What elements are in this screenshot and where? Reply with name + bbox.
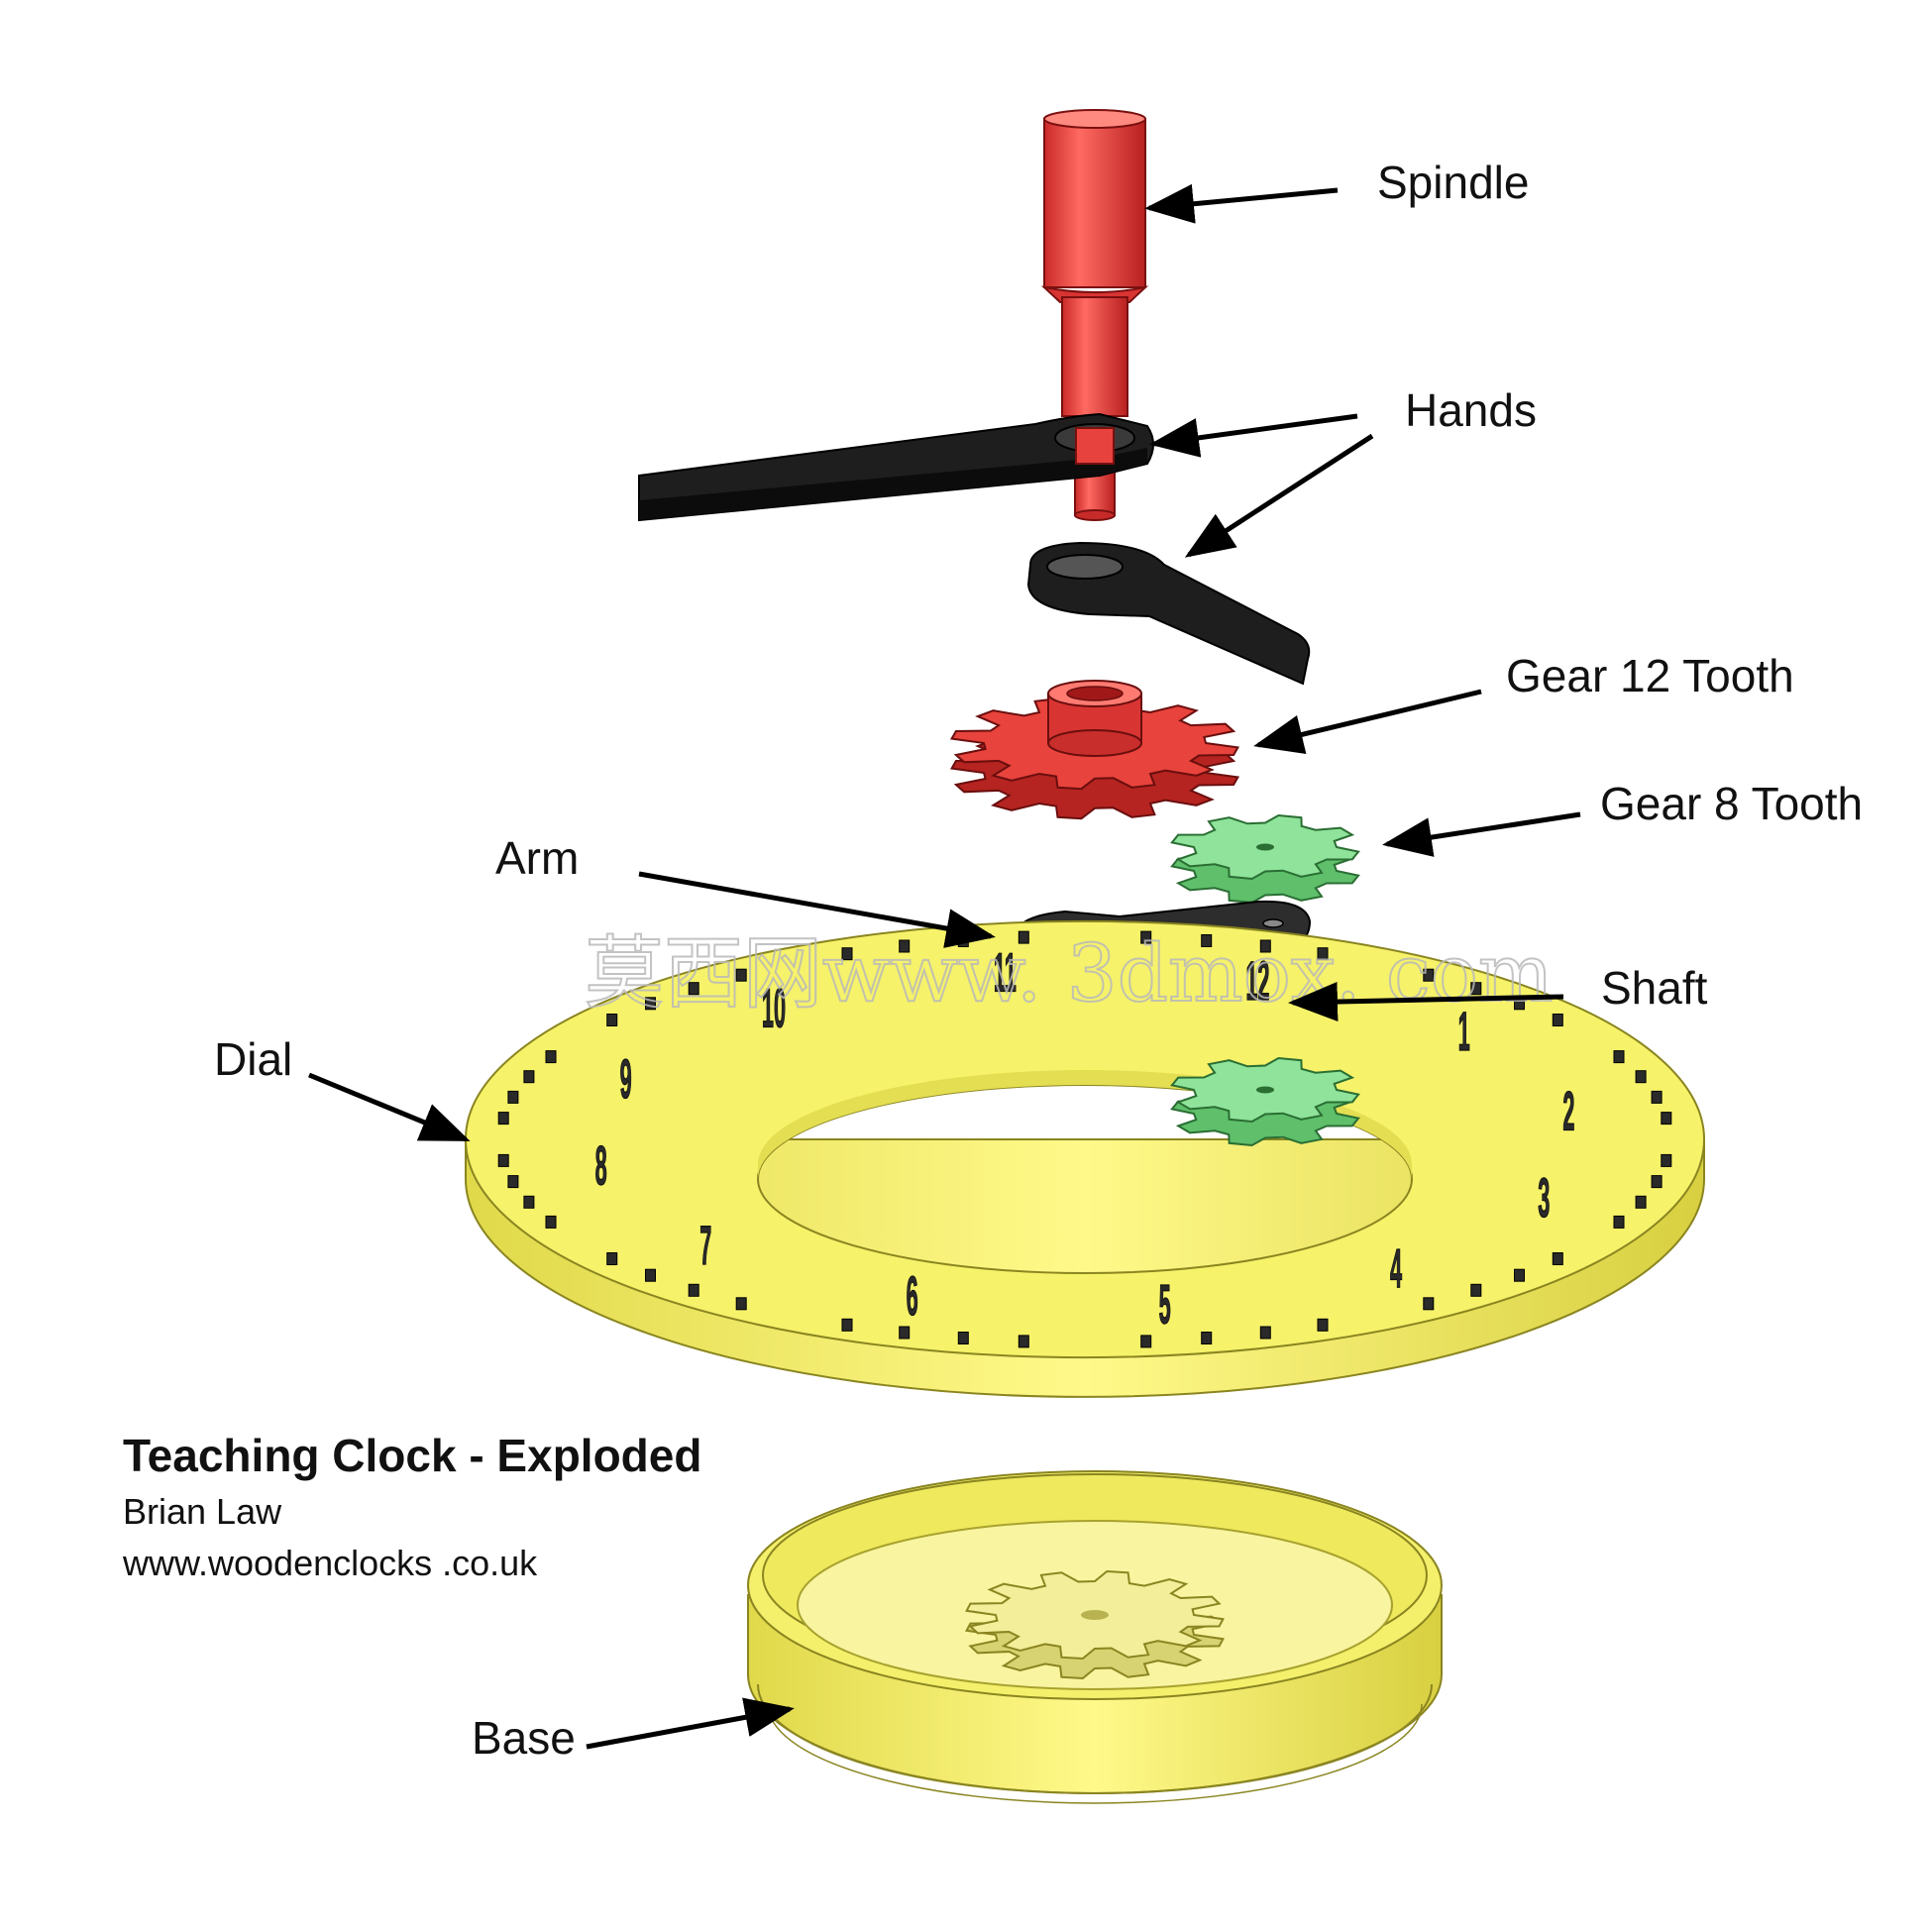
gear-8-arrow — [1382, 811, 1581, 857]
dial-numeral-5: 5 — [1159, 1274, 1171, 1336]
arm-arrow — [638, 871, 996, 948]
spindle-part — [1040, 109, 1149, 521]
label-arm: Arm — [495, 832, 579, 884]
hands-arrow-lower — [1184, 433, 1374, 558]
hour-hand-part — [1026, 541, 1311, 686]
dial-numeral-7: 7 — [699, 1215, 711, 1276]
dial-arrow — [308, 1072, 471, 1142]
dial-numeral-10: 10 — [762, 978, 786, 1039]
label-shaft: Shaft — [1601, 962, 1708, 1014]
label-spindle: Spindle — [1377, 157, 1529, 208]
base-arrow — [586, 1697, 795, 1750]
watermark-text: 莫西网www. 3dmox. com — [585, 927, 1554, 1020]
label-base: Base — [472, 1712, 576, 1764]
credit-author: Brian Law — [123, 1491, 282, 1532]
dial-numeral-2: 2 — [1562, 1080, 1574, 1141]
shaft-arrow — [1288, 982, 1564, 1022]
dial-numeral-9: 9 — [620, 1048, 632, 1110]
label-gear-8-tooth: Gear 8 Tooth — [1600, 778, 1863, 829]
hands-arrow-upper — [1149, 413, 1358, 458]
credit-website: www.woodenclocks .co.uk — [122, 1543, 538, 1583]
dial-numeral-1: 1 — [1458, 1001, 1470, 1062]
label-gear-12-tooth: Gear 12 Tooth — [1506, 650, 1794, 701]
dial-numeral-3: 3 — [1538, 1167, 1550, 1229]
dial-numeral-6: 6 — [907, 1265, 918, 1327]
gear-8-tooth-lower-part — [1170, 1056, 1360, 1147]
dial-numeral-11: 11 — [994, 941, 1017, 1003]
gear-12-tooth-part — [950, 680, 1239, 820]
gear-8-tooth-part — [1170, 813, 1360, 905]
leader-arrows — [308, 183, 1581, 1750]
dial-numeral-8: 8 — [595, 1135, 607, 1197]
label-hands: Hands — [1405, 384, 1537, 436]
base-part — [747, 1470, 1443, 1804]
minute-hand-part — [638, 412, 1154, 522]
label-dial: Dial — [214, 1033, 292, 1085]
dial-numeral-4: 4 — [1390, 1237, 1402, 1299]
spindle-arrow — [1144, 183, 1339, 224]
dial-numeral-12: 12 — [1245, 950, 1269, 1012]
credit-title: Teaching Clock - Exploded — [123, 1430, 701, 1481]
gear-12-arrow — [1253, 689, 1482, 754]
